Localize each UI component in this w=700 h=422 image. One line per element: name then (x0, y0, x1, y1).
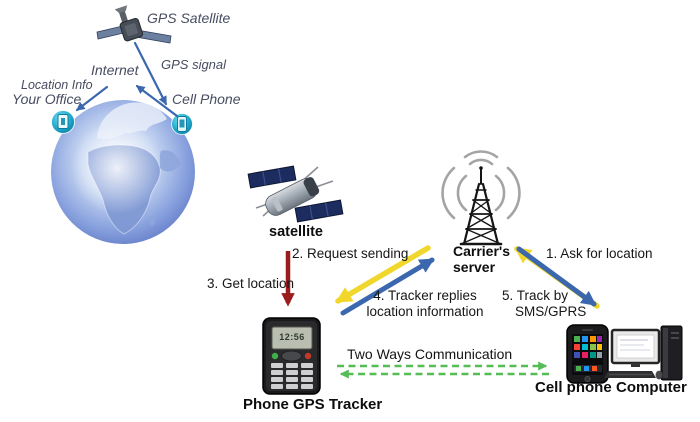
office-marker-icon (51, 110, 75, 134)
cellphone-marker-icon (171, 113, 193, 135)
request-sending-arrow-yellow (335, 245, 431, 304)
step-3-label: 3. Get location (207, 276, 295, 291)
computer-icon (604, 325, 683, 381)
step-4-label: 4. Tracker replies location information (355, 288, 495, 320)
step-4-line2: location information (366, 304, 484, 319)
internet-label: Internet (91, 62, 139, 78)
gps-satellite-label: GPS Satellite (147, 10, 231, 26)
cell-phone-globe-label: Cell Phone (172, 91, 241, 107)
internet-to-office-arrow (75, 85, 109, 112)
tracker-keypad (271, 363, 313, 389)
tracker-phone-icon (262, 317, 321, 395)
step-1-label: 1. Ask for location (546, 246, 653, 261)
smartphone-app-grid (574, 336, 602, 372)
satellite-icon (247, 165, 344, 223)
phone-gps-tracker-label: Phone GPS Tracker (243, 396, 383, 413)
cell-phone-label: Cell phone (535, 379, 612, 396)
mouse-icon (655, 370, 663, 380)
globe-graphic (51, 100, 195, 244)
cellphone-to-internet-arrow (135, 84, 179, 118)
two-ways-label: Two Ways Communication (347, 346, 513, 362)
satellite-label: satellite (269, 224, 323, 240)
tracker-screen-time: 12:56 (279, 332, 305, 342)
computer-label: Computer (616, 379, 687, 396)
gps-signal-label: GPS signal (161, 57, 227, 72)
tracker-reply-arrow-blue (340, 257, 435, 316)
step-4-line1: 4. Tracker replies (373, 288, 477, 303)
carrier-server-label: Carrier's server (453, 243, 510, 275)
step-5-label: 5. Track by SMS/GPRS (502, 288, 586, 320)
track-by-sms-arrow-blue (516, 246, 597, 307)
step-5-line2: SMS/GPRS (515, 304, 587, 319)
gps-signal-arrow (133, 41, 168, 106)
your-office-label: Your Office (12, 91, 82, 107)
step-5-line1: 5. Track by (502, 288, 569, 303)
step-2-label: 2. Request sending (292, 246, 409, 261)
gps-satellite-icon (96, 5, 172, 44)
location-info-label: Location Info (21, 78, 93, 92)
radio-tower-icon (441, 150, 521, 246)
smartphone-icon (566, 324, 609, 384)
carrier-server-line2: server (453, 259, 496, 275)
carrier-server-line1: Carrier's (453, 243, 511, 259)
